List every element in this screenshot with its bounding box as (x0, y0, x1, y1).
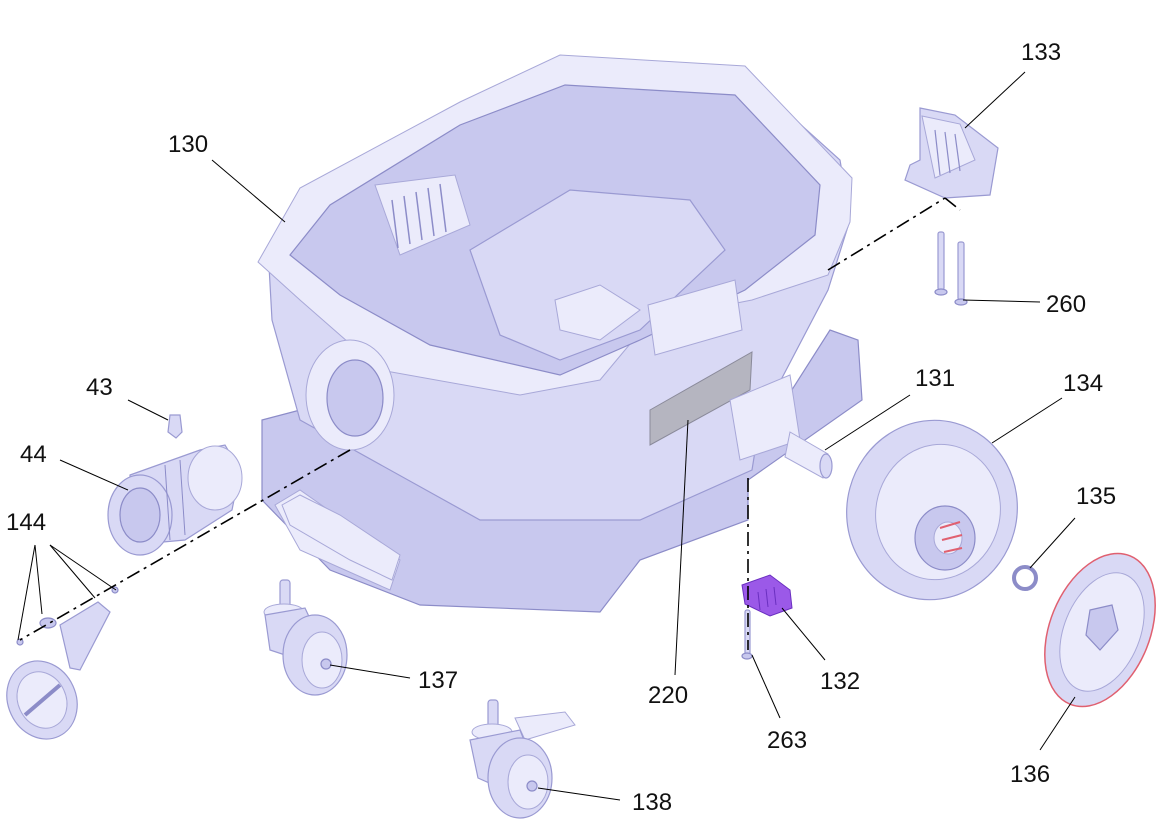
lock-ring-135 (1012, 565, 1038, 591)
label-137: 137 (418, 667, 458, 694)
hub-cap-136 (1044, 552, 1156, 708)
screw-263 (741, 609, 753, 660)
cap-144 (6, 586, 119, 740)
axle-131 (784, 431, 833, 479)
pin-43 (167, 414, 183, 439)
label-43: 43 (86, 374, 113, 401)
clip-132 (741, 574, 793, 617)
label-44: 44 (20, 441, 47, 468)
container-body-130 (257, 54, 863, 613)
label-133: 133 (1021, 39, 1061, 66)
connector-44 (107, 444, 243, 556)
label-135: 135 (1076, 483, 1116, 510)
caster-138 (469, 699, 576, 819)
screws-260 (934, 231, 968, 306)
label-138: 138 (632, 789, 672, 816)
label-144: 144 (6, 509, 46, 536)
wheel-134 (846, 419, 1018, 601)
leader-lines (17, 71, 1076, 801)
label-263: 263 (767, 727, 807, 754)
label-plate-220 (649, 351, 753, 446)
label-131: 131 (915, 365, 955, 392)
label-136: 136 (1010, 761, 1050, 788)
bracket-133 (904, 107, 999, 199)
assembly-lines (19, 197, 961, 650)
label-220: 220 (648, 682, 688, 709)
label-134: 134 (1063, 370, 1103, 397)
label-132: 132 (820, 668, 860, 695)
label-260: 260 (1046, 291, 1086, 318)
caster-137 (263, 579, 348, 696)
label-130: 130 (168, 131, 208, 158)
part-labels: 130 133 260 43 44 144 131 134 135 137 22… (6, 39, 1116, 816)
